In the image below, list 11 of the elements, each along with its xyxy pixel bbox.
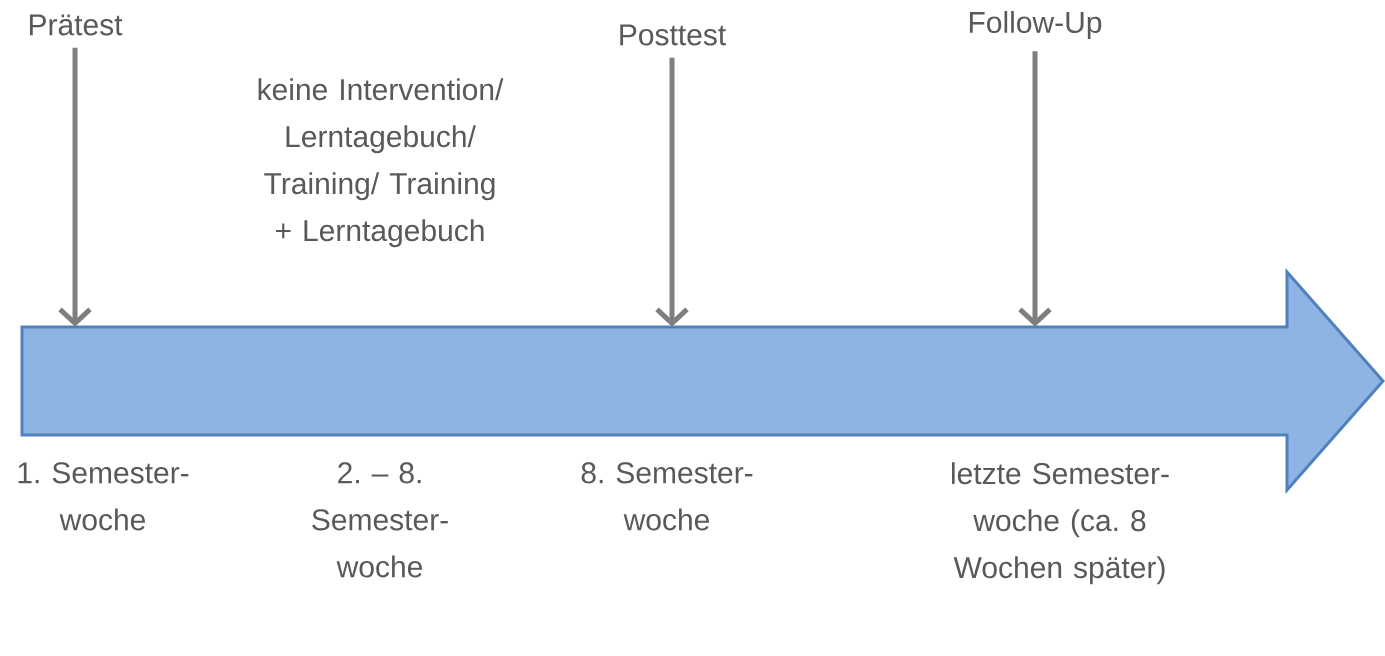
- week-label: 8. Semester- woche: [581, 462, 753, 531]
- arrow: [655, 57, 689, 327]
- stage-label: Prätest: [29, 14, 123, 36]
- week-label: letzte Semester- woche (ca. 8 Wochen später): [952, 462, 1169, 585]
- week-label: 1. Semester- woche: [18, 462, 189, 531]
- stage-label: Follow-Up: [969, 11, 1102, 39]
- arrow: [1018, 51, 1052, 327]
- arrow: [58, 47, 92, 327]
- week-label: 2. – 8. Semester- woche: [312, 462, 448, 578]
- stage-label: Posttest: [620, 24, 726, 46]
- timeline-arrow: [20, 268, 1385, 494]
